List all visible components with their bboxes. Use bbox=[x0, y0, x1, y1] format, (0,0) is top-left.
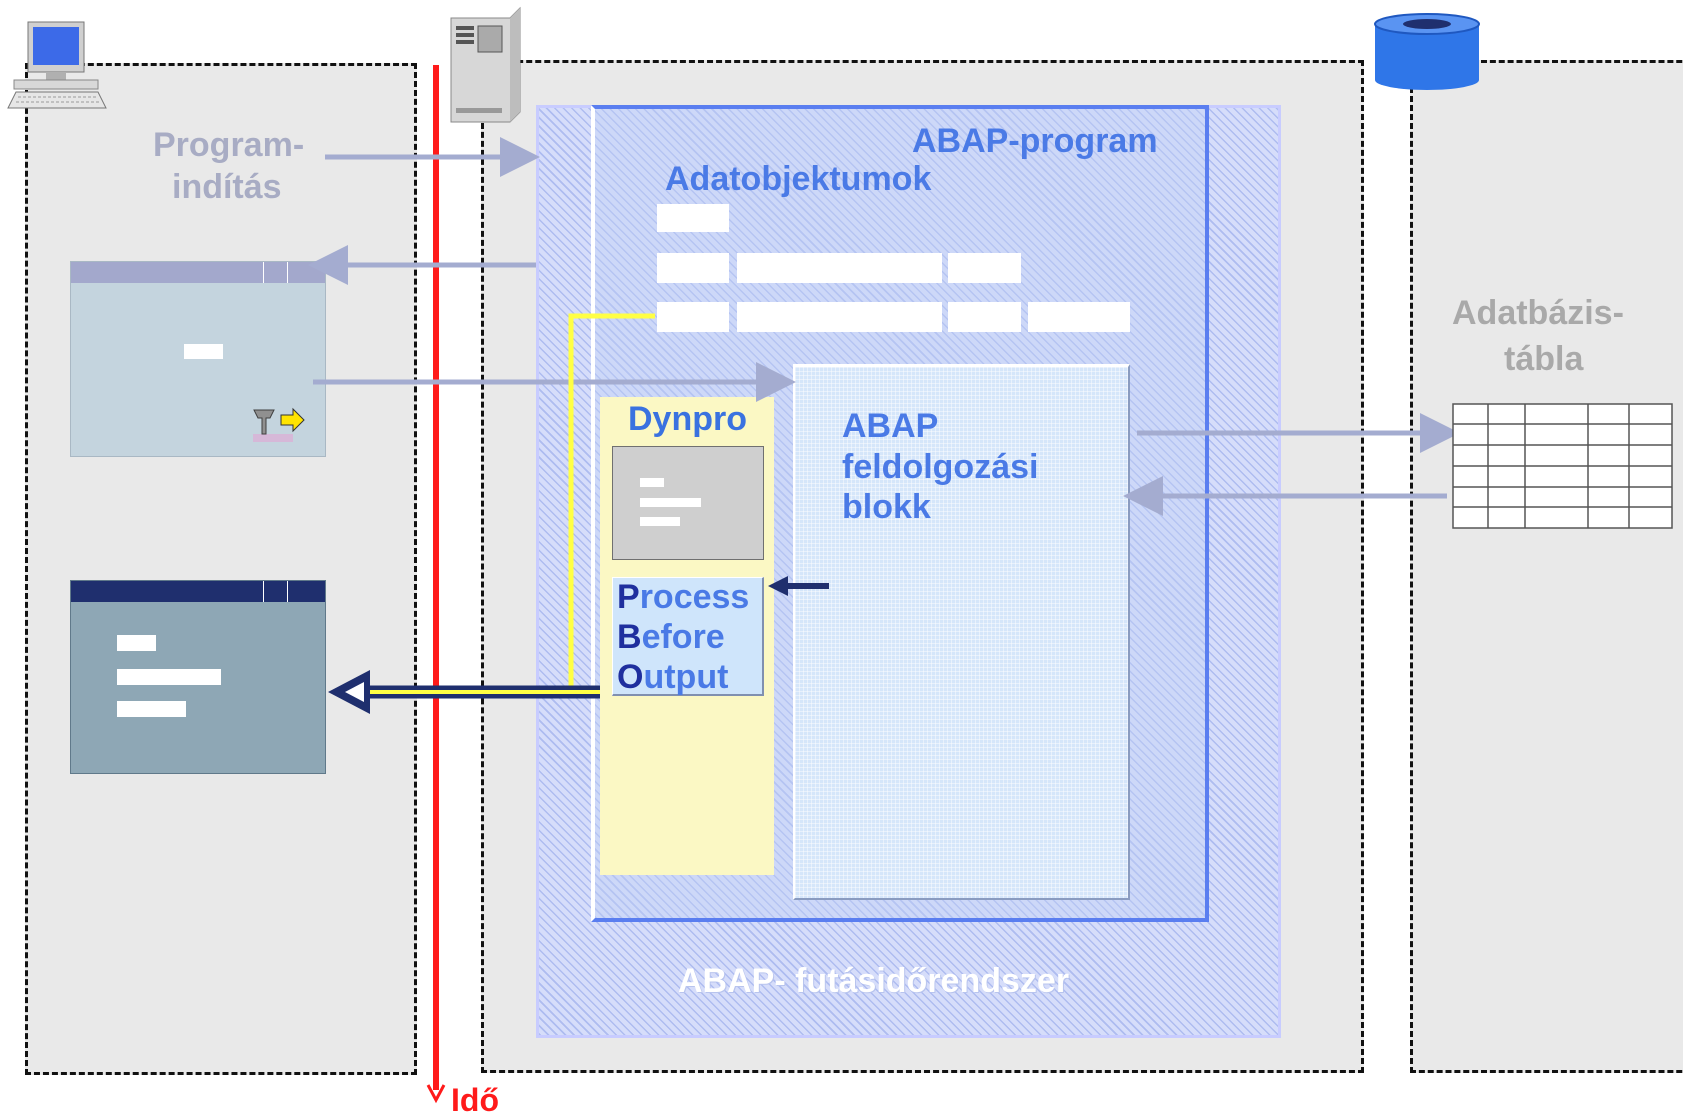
enter-key-icon bbox=[253, 407, 305, 442]
data-object-bar bbox=[657, 302, 729, 332]
dynpro-label: Dynpro bbox=[628, 400, 747, 438]
data-object-bar bbox=[1028, 302, 1130, 332]
data-objects-label: Adatobjektumok bbox=[665, 160, 932, 198]
data-object-bar bbox=[737, 302, 942, 332]
time-axis-arrowhead bbox=[426, 1084, 446, 1104]
data-transport-path bbox=[363, 313, 655, 695]
desktop-computer-icon bbox=[7, 21, 107, 109]
abap-block-label-line1: ABAP bbox=[842, 407, 939, 445]
result-screen-window bbox=[70, 580, 326, 774]
pbo-rest-output: utput bbox=[643, 658, 729, 696]
data-object-bar bbox=[948, 302, 1021, 332]
pbo-rest-process: rocess bbox=[639, 578, 750, 616]
pbo-letter-o: O bbox=[617, 658, 644, 696]
database-zone bbox=[1410, 60, 1683, 1073]
window-titlebar bbox=[71, 262, 325, 283]
table-grid-icon bbox=[1452, 403, 1673, 529]
server-tower-icon bbox=[450, 6, 521, 123]
screen-field bbox=[640, 517, 680, 526]
time-label: Idő bbox=[451, 1082, 499, 1118]
pbo-label-line2: Before bbox=[617, 618, 725, 657]
program-start-label-line2: indítás bbox=[172, 168, 282, 206]
data-object-bar bbox=[737, 253, 942, 283]
abap-block-label-line3: blokk bbox=[842, 488, 931, 526]
screen-field bbox=[117, 635, 156, 651]
data-object-bar bbox=[948, 253, 1021, 283]
screen-field bbox=[117, 669, 221, 685]
data-object-bar bbox=[657, 253, 729, 283]
pbo-label-line3: Output bbox=[617, 658, 728, 697]
call-pbo-arrowhead bbox=[768, 576, 788, 596]
screen-field bbox=[117, 701, 186, 717]
dynpro-screen-thumbnail bbox=[612, 446, 764, 560]
abap-processing-block bbox=[793, 364, 1130, 900]
db-table-label-line2: tábla bbox=[1504, 340, 1584, 378]
screen-field bbox=[640, 478, 664, 487]
screen-field bbox=[640, 498, 701, 507]
pbo-letter-p: P bbox=[617, 578, 640, 616]
pbo-label-line1: Process bbox=[617, 578, 749, 617]
pbo-letter-b: B bbox=[617, 618, 642, 656]
abap-block-label-line2: feldolgozási bbox=[842, 448, 1039, 486]
process-before-output-box bbox=[612, 577, 764, 696]
abap-program-label: ABAP-program bbox=[912, 122, 1158, 160]
window-title-button bbox=[263, 262, 288, 283]
output-arrowhead-inner bbox=[345, 682, 364, 702]
db-table-label-line1: Adatbázis- bbox=[1452, 294, 1624, 332]
database-cylinder-icon bbox=[1374, 13, 1480, 90]
pbo-rest-before: efore bbox=[641, 618, 725, 656]
screen-field bbox=[184, 344, 223, 359]
window-title-button bbox=[263, 581, 288, 602]
window-titlebar bbox=[71, 581, 325, 602]
runtime-label: ABAP- futásidőrendszer bbox=[678, 962, 1070, 1000]
program-start-label-line1: Program- bbox=[153, 126, 305, 164]
presentation-zone bbox=[25, 63, 417, 1075]
data-object-bar bbox=[657, 204, 729, 232]
